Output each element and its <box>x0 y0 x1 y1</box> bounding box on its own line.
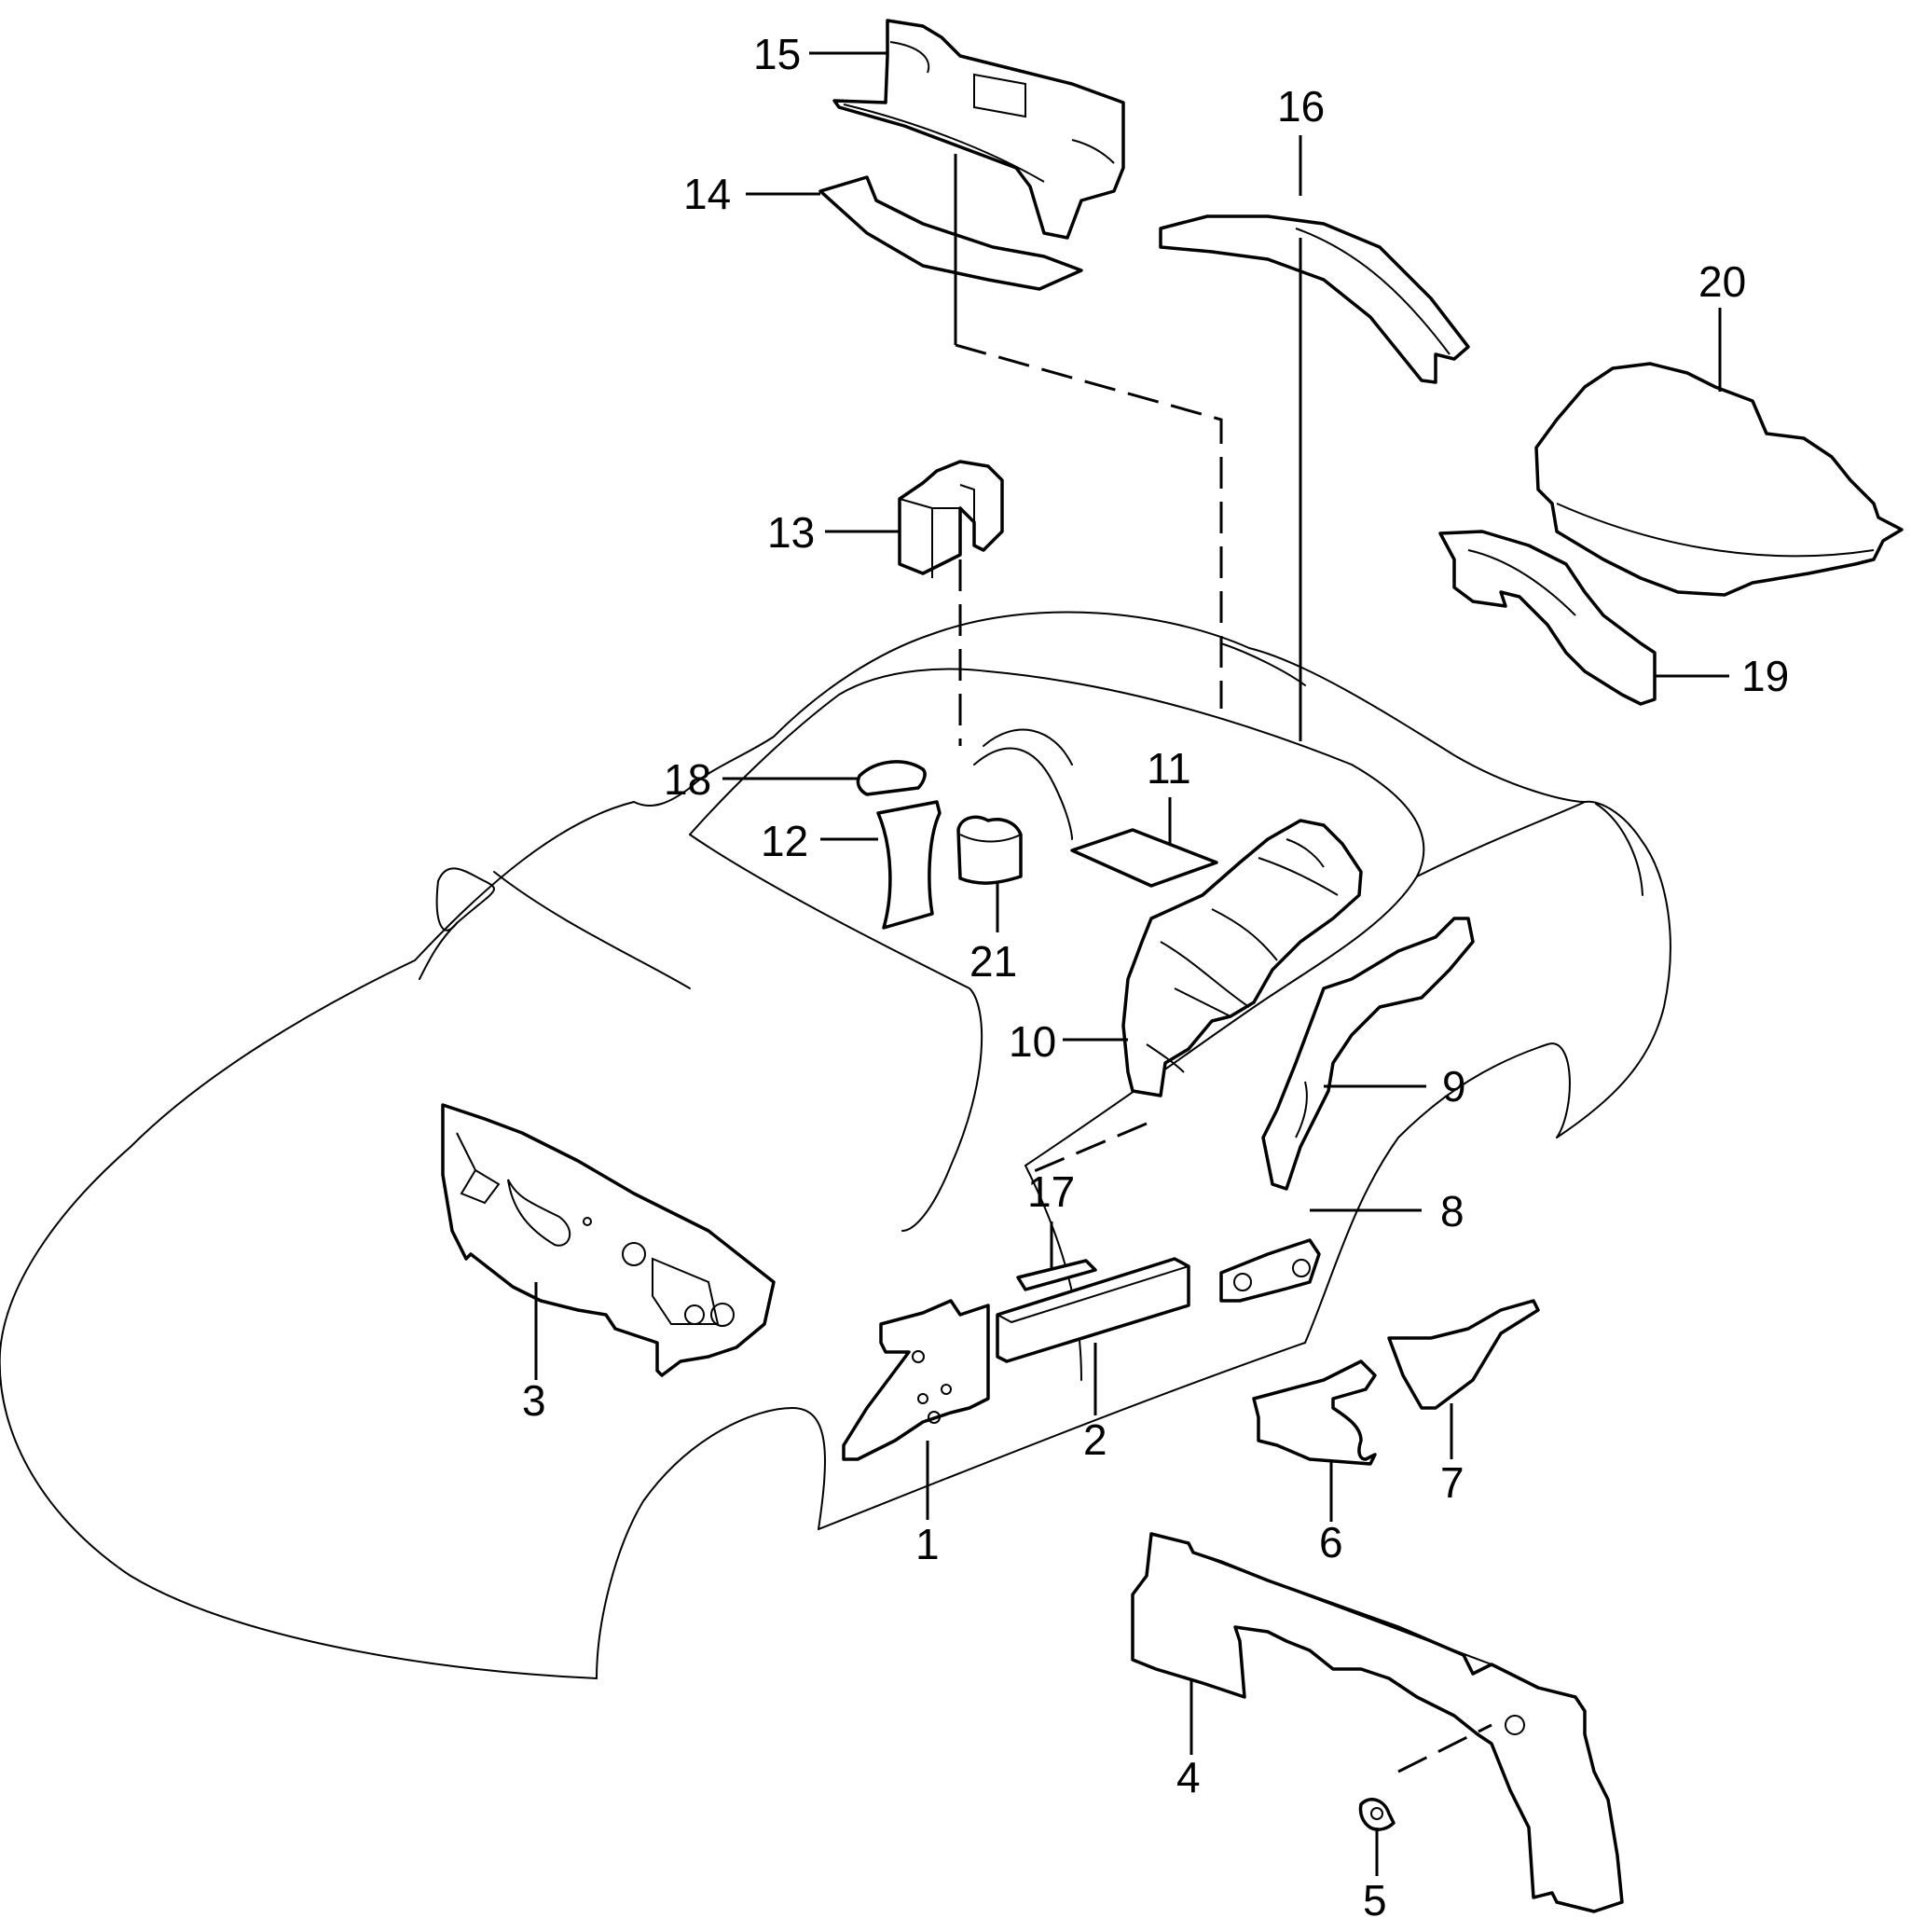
callout-label-19: 19 <box>1741 652 1789 700</box>
callout-2: 2 <box>1083 1343 1107 1464</box>
callout-10: 10 <box>1009 1017 1128 1066</box>
part-11-sheet <box>1070 828 1218 888</box>
part-3-firewall <box>441 1103 776 1377</box>
part-17-strip <box>1016 1259 1097 1291</box>
callout-19: 19 <box>1655 652 1789 700</box>
callout-label-20: 20 <box>1698 257 1746 306</box>
part-9-rail <box>1261 917 1475 1191</box>
part-14-strip <box>818 175 1083 291</box>
callout-3: 3 <box>522 1282 546 1425</box>
part-16-trim <box>1159 214 1470 384</box>
callout-label-21: 21 <box>969 937 1017 986</box>
callout-label-3: 3 <box>522 1376 546 1425</box>
callout-label-7: 7 <box>1440 1458 1464 1507</box>
callout-label-5: 5 <box>1363 1876 1387 1925</box>
part-1-panel <box>842 1299 990 1461</box>
part-10-tunnel <box>1121 819 1363 1097</box>
callout-9: 9 <box>1324 1062 1466 1111</box>
part-8-pad <box>1219 1238 1321 1303</box>
callout-7: 7 <box>1440 1403 1464 1507</box>
callout-label-12: 12 <box>761 817 808 865</box>
callout-14: 14 <box>683 170 820 218</box>
callout-4: 4 <box>1176 1678 1201 1801</box>
callout-label-6: 6 <box>1319 1518 1343 1566</box>
callout-label-11: 11 <box>1147 744 1191 793</box>
callout-label-15: 15 <box>753 30 801 78</box>
part-2-block <box>996 1257 1190 1363</box>
callout-12: 12 <box>761 817 878 865</box>
callout-label-4: 4 <box>1176 1753 1201 1801</box>
callout-label-1: 1 <box>915 1520 940 1568</box>
car-body-outline <box>0 611 1671 1679</box>
part-20-mat <box>1534 362 1904 597</box>
part-4-side <box>1131 1532 1624 1913</box>
callout-label-9: 9 <box>1442 1062 1466 1111</box>
callout-label-16: 16 <box>1277 82 1325 131</box>
part-15-insulation <box>832 19 1125 240</box>
callout-16: 16 <box>1277 82 1325 196</box>
part-18-cap <box>856 760 927 796</box>
part-21-clip <box>956 815 1023 885</box>
callout-label-13: 13 <box>767 508 815 557</box>
callout-15: 15 <box>753 30 887 78</box>
callout-label-14: 14 <box>683 170 731 218</box>
part-6-shield <box>1252 1359 1377 1466</box>
part-12-pad <box>876 800 942 930</box>
callout-18: 18 <box>664 755 859 804</box>
callout-label-2: 2 <box>1083 1415 1107 1464</box>
part-7-shield <box>1387 1299 1540 1410</box>
part-19-panel <box>1438 530 1657 706</box>
callout-11: 11 <box>1147 744 1191 844</box>
assembly-lines <box>954 154 1492 1773</box>
callout-21: 21 <box>969 881 1017 986</box>
callout-label-8: 8 <box>1440 1187 1464 1235</box>
callout-8: 8 <box>1310 1187 1464 1235</box>
callout-5: 5 <box>1363 1828 1387 1925</box>
part-5-clip <box>1358 1798 1396 1831</box>
part-13-block <box>898 460 1004 578</box>
callout-13: 13 <box>767 508 900 557</box>
callout-17: 17 <box>1027 1167 1075 1268</box>
callout-1: 1 <box>915 1441 940 1568</box>
callout-label-10: 10 <box>1009 1017 1056 1066</box>
callout-label-17: 17 <box>1027 1167 1075 1216</box>
callout-20: 20 <box>1698 257 1746 392</box>
callout-label-18: 18 <box>664 755 711 804</box>
callout-6: 6 <box>1319 1462 1343 1566</box>
